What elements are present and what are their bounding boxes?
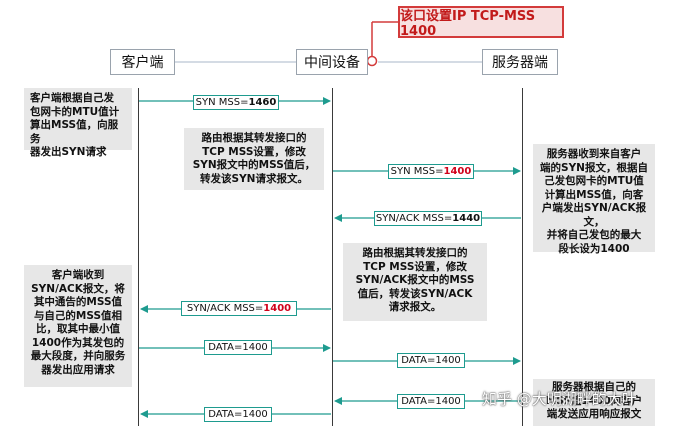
server-label: 服务器端	[492, 55, 548, 71]
msg-syn-1400: SYN MSS=1400	[388, 164, 474, 179]
msg-synack-1400: SYN/ACK MSS=1400	[181, 301, 297, 316]
note-server-ack: 服务器收到来自客户端的SYN报文，根据自己发包网卡的MTU值计算出MSS值，向客…	[533, 144, 655, 255]
mss-callout-title: 该口设置IP TCP-MSS 1400	[400, 9, 536, 39]
msg-data-3: DATA=1400	[397, 394, 465, 409]
client-lifeline	[138, 88, 139, 426]
router-label: 中间设备	[304, 55, 360, 71]
msg-synack-1440: SYN/ACK MSS=1440	[374, 211, 482, 226]
mss-callout: 该口设置IP TCP-MSS 1400	[398, 6, 564, 39]
client-label: 客户端	[121, 55, 164, 71]
note-client-syn: 客户端根据自己发包网卡的MTU值计算出MSS值，向服务器发出SYN请求	[24, 88, 132, 158]
server-lifeline	[522, 88, 523, 426]
watermark: 知乎 @大明湖畔的大叶	[482, 390, 637, 408]
router-lifeline	[332, 88, 333, 426]
router-endpoint: 中间设备	[296, 49, 368, 75]
msg-data-1: DATA=1400	[204, 340, 272, 355]
client-endpoint: 客户端	[110, 49, 175, 75]
msg-data-4: DATA=1400	[204, 407, 272, 422]
msg-data-2: DATA=1400	[397, 353, 465, 368]
server-endpoint: 服务器端	[482, 49, 558, 75]
msg-syn-1460: SYN MSS=1460	[193, 95, 279, 110]
